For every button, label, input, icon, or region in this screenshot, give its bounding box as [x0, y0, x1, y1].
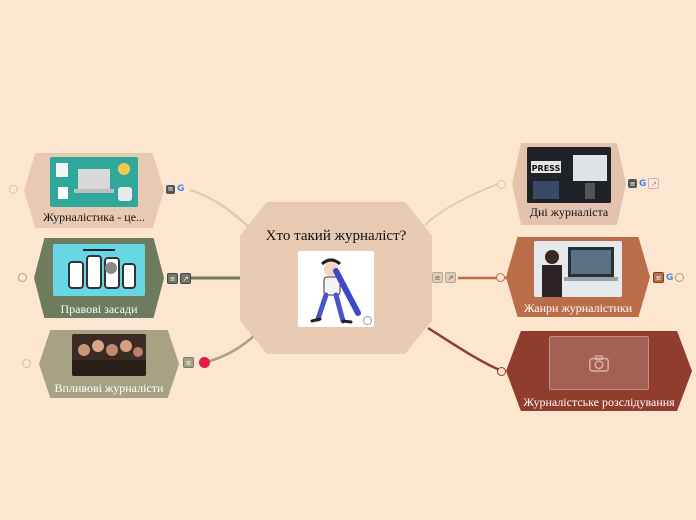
- node-2-label: Правові засади: [60, 302, 138, 316]
- node-1-collapse-knob[interactable]: [9, 185, 18, 194]
- node-2-image: [53, 244, 145, 296]
- google-icon[interactable]: G: [666, 272, 674, 283]
- central-icons: ≡ ↗: [432, 272, 456, 283]
- google-icon[interactable]: G: [639, 178, 647, 189]
- info-icon[interactable]: [363, 316, 372, 325]
- node-2-icons: ≡ ↗: [167, 273, 191, 284]
- node-2-collapse-knob[interactable]: [18, 273, 27, 282]
- notes-icon[interactable]: ≡: [166, 184, 175, 194]
- notes-icon[interactable]: ≡: [167, 273, 178, 284]
- node-5-icons: ≡ G: [653, 272, 685, 283]
- node-investigative-journalism[interactable]: Журналістське розслідування: [506, 331, 692, 411]
- link-icon[interactable]: ↗: [180, 273, 191, 284]
- notes-icon[interactable]: ≡: [183, 357, 194, 368]
- central-image: [298, 251, 374, 327]
- node-journalism-genres[interactable]: Жанри журналістики: [506, 237, 650, 317]
- node-3-label: Впливові журналісти: [54, 381, 164, 395]
- notes-icon[interactable]: ≡: [628, 179, 637, 188]
- link-icon[interactable]: ↗: [648, 178, 660, 189]
- press-badge: PRESS: [532, 164, 561, 173]
- node-3-image: [72, 334, 146, 376]
- node-6-collapse-knob[interactable]: [497, 367, 506, 376]
- node-4-label: Дні журналіста: [529, 205, 609, 219]
- google-icon[interactable]: G: [177, 184, 185, 194]
- link-node-1: [189, 188, 251, 229]
- writer-with-pencil-illustration: [310, 258, 361, 324]
- node-4-collapse-knob[interactable]: [497, 180, 506, 189]
- node-journalist-days[interactable]: PRESS Дні журналіста: [512, 143, 626, 225]
- node-4-icons: ≡ G ↗: [628, 178, 660, 189]
- node-6-label: Журналістське розслідування: [523, 395, 675, 409]
- node-6-image-placeholder: [549, 336, 649, 390]
- node-1-label: Журналістика - це...: [42, 210, 146, 224]
- node-1-icons: ≡ G: [166, 184, 184, 194]
- node-legal-basis[interactable]: Правові засади: [34, 238, 164, 318]
- node-4-image: PRESS: [527, 147, 611, 203]
- camera-icon: [589, 354, 609, 372]
- node-5-expand-knob[interactable]: [675, 273, 685, 282]
- notes-icon[interactable]: ≡: [653, 272, 664, 283]
- central-title: Хто такий журналіст?: [265, 228, 407, 244]
- central-node[interactable]: Хто такий журналіст?: [240, 202, 432, 354]
- node-3-icons: ≡: [183, 357, 210, 368]
- node-1-image: [50, 157, 138, 207]
- link-icon[interactable]: ↗: [445, 272, 456, 283]
- node-5-image: [534, 241, 622, 297]
- link-node-3: [206, 331, 259, 364]
- node-journalism-is[interactable]: Журналістика - це...: [24, 153, 164, 228]
- node-5-collapse-knob[interactable]: [496, 273, 505, 282]
- status-dot[interactable]: [199, 357, 210, 368]
- node-5-label: Жанри журналістики: [523, 301, 633, 315]
- notes-icon[interactable]: ≡: [432, 272, 443, 283]
- node-influential-journalists[interactable]: Впливові журналісти: [39, 330, 179, 398]
- link-node-4: [424, 182, 501, 226]
- node-3-collapse-knob[interactable]: [22, 359, 31, 368]
- link-node-6: [427, 326, 503, 373]
